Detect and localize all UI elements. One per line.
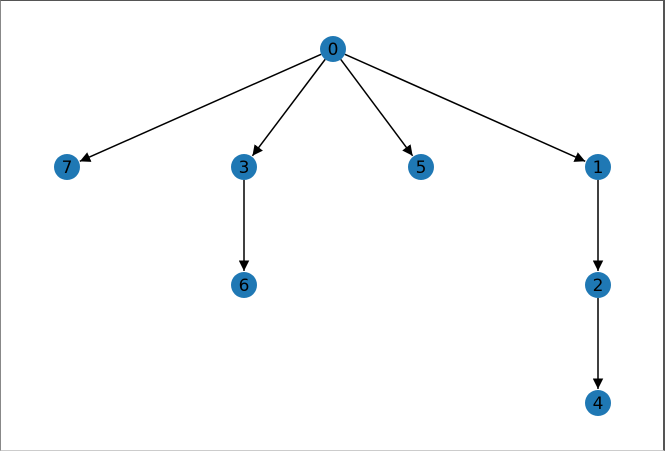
node-4: 4: [585, 390, 611, 416]
node-circle: [408, 154, 434, 180]
node-label: 4: [593, 394, 604, 414]
node-label: 0: [328, 40, 339, 60]
node-circle: [54, 154, 80, 180]
node-label: 7: [62, 158, 73, 178]
node-label: 2: [593, 276, 604, 296]
node-5: 5: [408, 154, 434, 180]
node-1: 1: [585, 154, 611, 180]
node-label: 6: [239, 276, 250, 296]
node-circle: [320, 36, 346, 62]
node-circle: [231, 154, 257, 180]
node-circle: [585, 154, 611, 180]
node-label: 3: [239, 158, 250, 178]
node-3: 3: [231, 154, 257, 180]
node-7: 7: [54, 154, 80, 180]
node-circle: [585, 390, 611, 416]
node-2: 2: [585, 272, 611, 298]
node-6: 6: [231, 272, 257, 298]
node-0: 0: [320, 36, 346, 62]
nodes: 0 7 3 5 1 6 2 4: [54, 36, 611, 416]
node-circle: [585, 272, 611, 298]
node-label: 5: [416, 158, 427, 178]
node-circle: [231, 272, 257, 298]
edge-0-3: [251, 58, 326, 157]
edge-0-1: [344, 53, 586, 162]
node-label: 1: [593, 158, 604, 178]
edge-0-5: [340, 58, 414, 157]
edge-0-7: [79, 53, 322, 163]
edges: [79, 53, 604, 389]
